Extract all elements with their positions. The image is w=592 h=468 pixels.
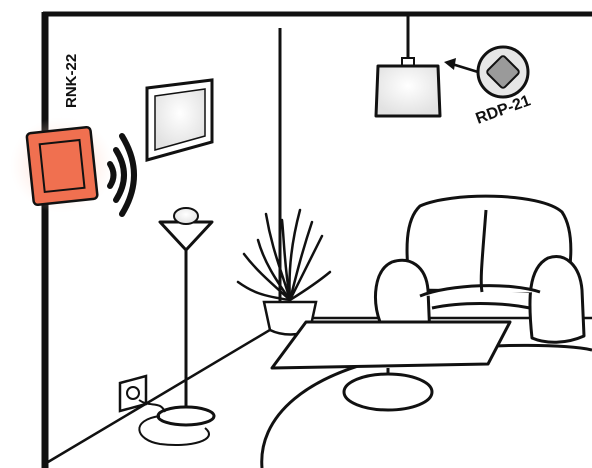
signal-waves-icon bbox=[110, 136, 134, 214]
floor-lamp-icon bbox=[139, 208, 214, 445]
ceiling-receiver-icon bbox=[478, 47, 528, 97]
pendant-lamp-icon bbox=[376, 14, 440, 116]
pointer-arrow bbox=[444, 58, 478, 72]
picture-frame-icon bbox=[147, 80, 212, 160]
armchair-icon bbox=[376, 196, 584, 342]
wall-switch-icon bbox=[10, 117, 114, 213]
coffee-table-icon bbox=[272, 322, 510, 410]
potted-plant-icon bbox=[238, 210, 330, 335]
switch-label: RNK-22 bbox=[63, 54, 80, 108]
